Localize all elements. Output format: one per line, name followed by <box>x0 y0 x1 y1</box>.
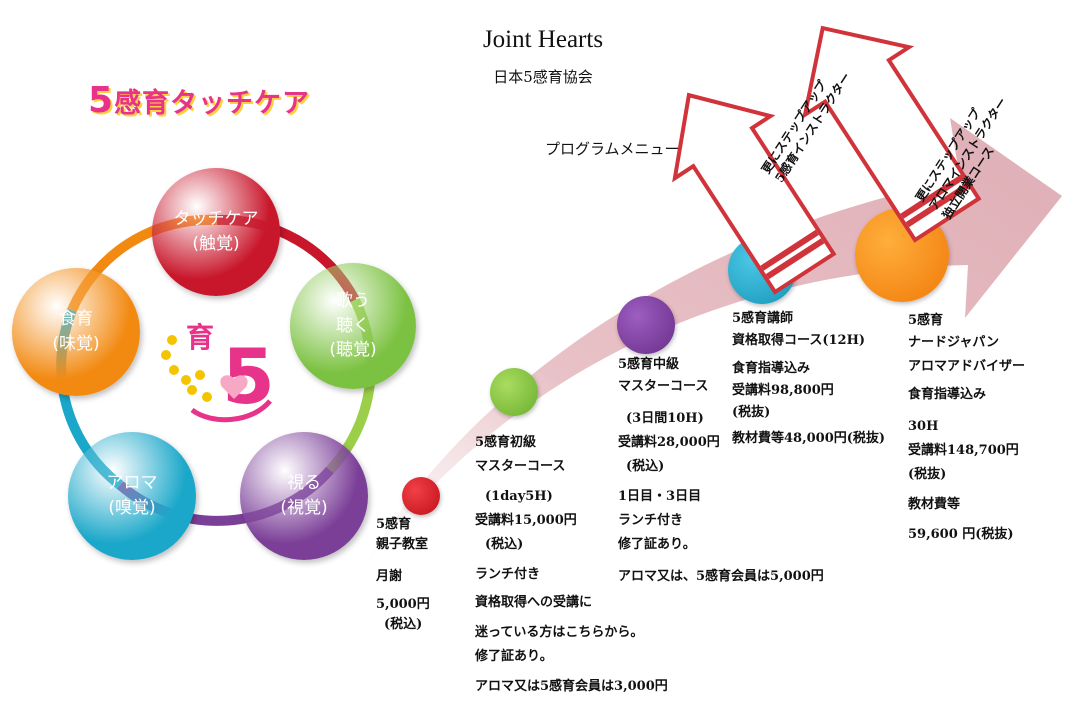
course-2-line: マスターコース <box>475 459 566 474</box>
brand-logo: 5感育タッチケア <box>88 80 310 121</box>
brand-logo-five: 5 <box>88 80 115 121</box>
step-up-arrow-1 <box>672 92 837 295</box>
sense-smell: アロマ (嗅覚) <box>68 432 196 560</box>
course-3-line: 5感育中級 <box>618 357 680 372</box>
course-2-line: アロマ又は5感育会員は3,000円 <box>475 679 668 694</box>
sense-sight-sub: (視覚) <box>280 498 328 518</box>
course-5-line: 30H <box>908 419 939 434</box>
course-3-line: ランチ付き <box>618 513 684 528</box>
course-5-line: 5感育 <box>908 313 944 328</box>
sense-sight-label: 視る <box>287 473 321 494</box>
step-up-arrow-2 <box>802 25 982 243</box>
course-dot-1 <box>402 477 440 515</box>
sense-taste-sub: (味覚) <box>52 334 100 354</box>
course-2-line: (1day5H) <box>485 489 553 504</box>
course-2-line: 資格取得への受講に <box>475 595 593 610</box>
course-3-line: (3日間10H) <box>626 411 704 426</box>
brand-logo-text: 感育タッチケア <box>114 88 311 119</box>
sense-hearing-sub: (聴覚) <box>329 340 377 361</box>
course-4-line: 5感育講師 <box>732 311 794 326</box>
course-3-line: 受講料28,000円 <box>618 435 720 450</box>
course-1-line: 親子教室 <box>376 537 429 552</box>
course-5-line: アロマアドバイザー <box>908 359 1026 374</box>
course-3-line: 修了証あり。 <box>618 537 696 552</box>
sense-hearing-label: 歌う <box>336 291 370 312</box>
course-2-line: 迷っている方はこちらから。 <box>475 625 644 640</box>
course-4-line: 受講料98,800円 <box>732 383 834 398</box>
course-2-line: (税込) <box>485 537 524 552</box>
course-5-line: 59,600 円(税抜) <box>908 527 1014 542</box>
heart-icon <box>220 375 248 399</box>
sense-touch-sub: (触覚) <box>192 234 240 254</box>
sense-smell-sub: (嗅覚) <box>108 498 156 518</box>
course-dot-3 <box>617 296 675 354</box>
course-1-line: 5感育 <box>376 517 412 532</box>
course-5-line: 食育指導込み <box>908 387 987 402</box>
course-3-line: 1日目・3日目 <box>618 489 702 504</box>
hands-icon <box>190 399 272 423</box>
course-5-line: 受講料148,700円 <box>908 443 1019 458</box>
course-4-line: 資格取得コース(12H) <box>732 333 866 348</box>
course-2-line: 受講料15,000円 <box>475 513 577 528</box>
sense-hearing-label-2: 聴く <box>336 315 370 336</box>
center-logo-top: 育 <box>186 321 214 354</box>
course-3-line: アロマ又は、5感育会員は5,000円 <box>618 569 824 584</box>
course-dot-2 <box>490 368 538 416</box>
sense-taste: 食育 (味覚) <box>12 268 140 396</box>
course-5-line: 教材費等 <box>908 497 961 512</box>
course-4-line: 食育指導込み <box>732 361 811 376</box>
course-4-line: (税抜) <box>732 405 771 420</box>
sense-taste-label: 食育 <box>59 309 93 330</box>
course-1-line: (税込) <box>384 617 423 632</box>
course-5-line: ナードジャパン <box>908 335 1000 350</box>
course-5-line: (税抜) <box>908 467 947 482</box>
center-logo-dots <box>161 335 212 402</box>
sense-touch: タッチケア (触覚) <box>152 168 280 296</box>
course-2-line: ランチ付き <box>475 567 541 582</box>
course-2-line: 5感育初級 <box>475 435 537 450</box>
sense-smell-label: アロマ <box>106 473 158 494</box>
sense-hearing: 歌う 聴く (聴覚) <box>290 263 416 389</box>
program-menu-heading: プログラムメニュー <box>545 140 680 158</box>
course-4-line: 教材費等48,000円(税抜) <box>732 431 886 446</box>
course-1-line: 月謝 <box>376 569 403 584</box>
page-subtitle: 日本5感育協会 <box>493 68 593 86</box>
sense-sight: 視る (視覚) <box>240 432 368 560</box>
page-title: Joint Hearts <box>482 26 604 53</box>
course-3-line: (税込) <box>626 459 665 474</box>
course-3-line: マスターコース <box>618 379 709 394</box>
course-1-line: 5,000円 <box>376 597 430 612</box>
sense-touch-label: タッチケア <box>173 209 259 230</box>
center-logo: 育 5 <box>161 321 275 423</box>
course-2-line: 修了証あり。 <box>475 649 553 664</box>
